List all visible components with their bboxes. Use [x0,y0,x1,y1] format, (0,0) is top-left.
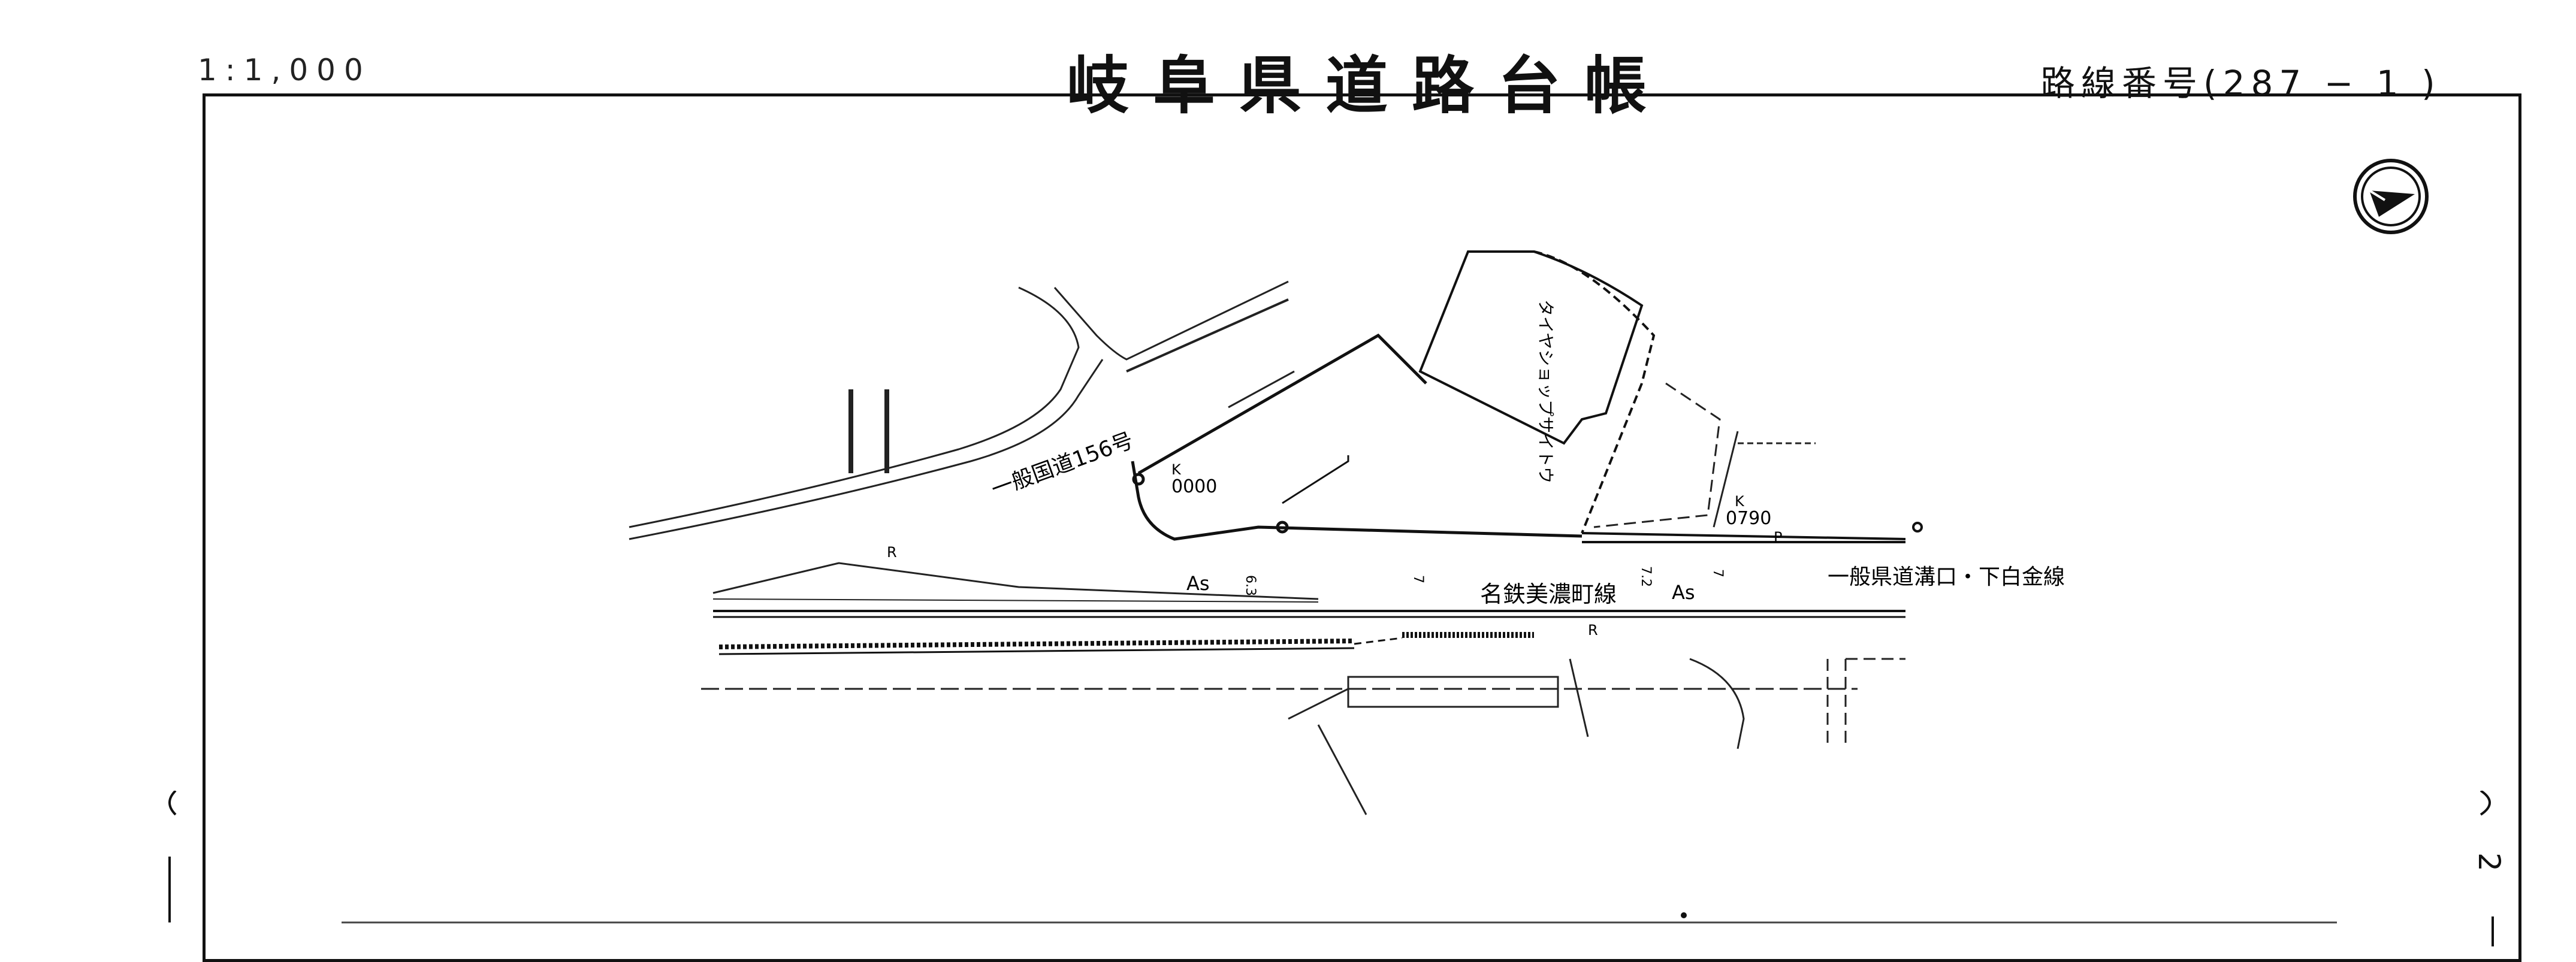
p-marker: P [1774,529,1782,546]
km-start-label: 0000 [1171,476,1217,497]
right-margin-number: 2 [2471,852,2506,872]
tire-shop-label: タイヤショップサイトウ [1536,300,1556,483]
road-map-drawing: 一般国道156号 名鉄美濃町線 一般県道溝口・下白金線 タイヤショップサイトウ … [342,159,2429,924]
as-label-1: As [1186,572,1210,595]
lower-roads [701,562,1905,815]
railway-tracks [713,610,1905,655]
left-margin-bracket [161,789,179,922]
page-title: 岐阜県道路台帳 [1067,49,1671,122]
dim-63: 6.3 [1243,575,1258,596]
right-margin-marks: 2 [2471,789,2511,946]
r-marker-2: R [1588,622,1598,639]
map-scale: 1:1,000 [198,53,372,87]
r-marker-1: R [887,544,897,561]
railway-label: 名鉄美濃町線 [1480,581,1617,607]
k-marker-end: K [1735,493,1745,510]
prefectural-road [1581,522,1923,543]
k-marker-start: K [1171,461,1182,478]
north-arrow-icon [2353,159,2429,234]
km-end-label: 0790 [1726,508,1771,529]
route-number: 路線番号(287 − 1 ) [2040,63,2441,104]
junction-wedge [1131,333,1583,541]
as-label-2: As [1672,581,1695,604]
dim-7: 7 [1411,575,1426,583]
dim-72: 7.2 [1638,566,1653,587]
prefectural-road-label: 一般県道溝口・下白金線 [1828,565,2065,589]
tire-shop-building [1418,250,1656,534]
national-road-156 [629,280,1295,540]
dim-7b: 7 [1710,569,1725,577]
national-road-label: 一般国道156号 [988,428,1137,503]
parcel-lines [1593,382,1816,528]
